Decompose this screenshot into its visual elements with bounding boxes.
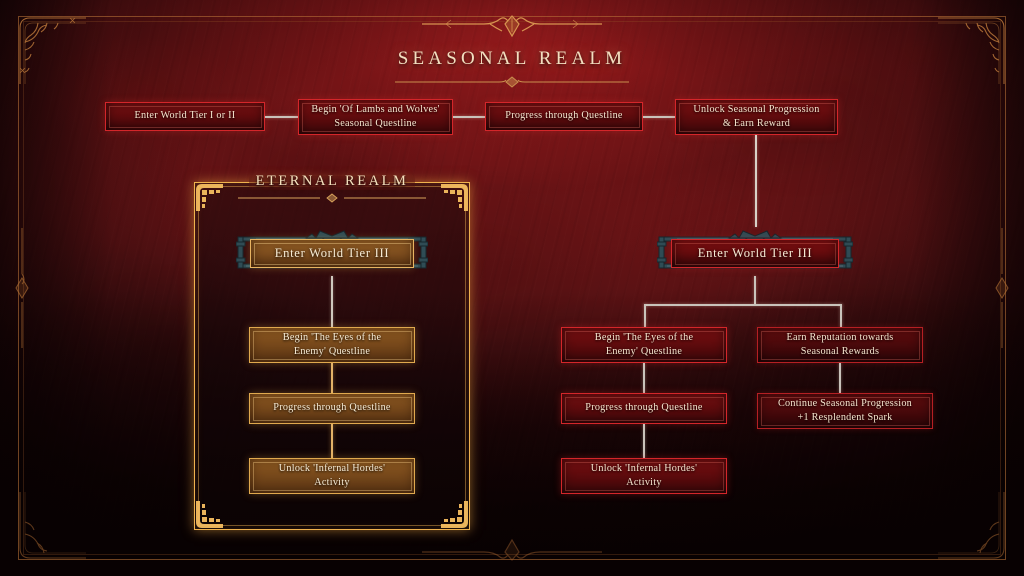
- node-label-line1: Begin 'Of Lambs and Wolves': [311, 103, 440, 115]
- connector-step1-step2: [265, 116, 298, 118]
- title-divider-ornament-icon: [395, 76, 629, 88]
- node-label-line1: Begin 'The Eyes of the: [282, 331, 382, 343]
- seasonal-tier3-header-box[interactable]: Enter World Tier III: [657, 228, 853, 276]
- eternal-title-backdrop: [249, 176, 415, 190]
- connector-seasonal-branch-bar: [644, 304, 842, 306]
- eternal-tier3-header-box[interactable]: Enter World Tier III: [236, 228, 428, 276]
- node-label-line2: +1 Resplendent Spark: [797, 412, 893, 423]
- eternal-realm-title: ETERNAL REALM: [255, 173, 409, 189]
- eternal-title-divider-icon: [238, 193, 426, 203]
- connector-eternal-step2-step3: [331, 424, 333, 458]
- node-label-line2: Enemy' Questline: [293, 346, 371, 357]
- node-label-line2: Activity: [314, 477, 350, 488]
- node-eternal-progress-questline[interactable]: Progress through Questline: [249, 393, 415, 424]
- connector-step4-to-tier3: [755, 135, 757, 227]
- node-label: Enter World Tier I or II: [134, 110, 236, 122]
- node-earn-reputation-seasonal-rewards[interactable]: Earn Reputation towards Seasonal Rewards: [757, 327, 923, 363]
- eternal-corner-ornament-icon: [441, 184, 468, 211]
- node-label-line2: Activity: [626, 477, 662, 488]
- eternal-corner-ornament-icon: [441, 501, 468, 528]
- eternal-corner-ornament-icon: [196, 501, 223, 528]
- node-label: Progress through Questline: [505, 110, 623, 122]
- connector-seasonal-branch-right: [840, 304, 842, 328]
- node-unlock-seasonal-progression[interactable]: Unlock Seasonal Progression & Earn Rewar…: [675, 99, 838, 135]
- connector-seasonal-left-2-3: [643, 424, 645, 458]
- connector-seasonal-branch-left: [644, 304, 646, 328]
- node-progress-through-questline-top[interactable]: Progress through Questline: [485, 102, 643, 131]
- node-label-line2: Seasonal Questline: [334, 118, 417, 129]
- node-label-line2: & Earn Reward: [722, 118, 791, 129]
- node-label-line1: Unlock 'Infernal Hordes': [278, 462, 386, 474]
- connector-seasonal-left-1-2: [643, 363, 645, 393]
- node-begin-of-lambs-and-wolves[interactable]: Begin 'Of Lambs and Wolves' Seasonal Que…: [298, 99, 453, 135]
- node-label-line1: Begin 'The Eyes of the: [594, 331, 694, 343]
- connector-step2-step3: [453, 116, 485, 118]
- eternal-tier3-label: Enter World Tier III: [274, 246, 390, 260]
- node-enter-world-tier-1-2[interactable]: Enter World Tier I or II: [105, 102, 265, 131]
- seasonal-tier3-label: Enter World Tier III: [697, 246, 813, 260]
- node-seasonal-begin-eyes-of-enemy[interactable]: Begin 'The Eyes of the Enemy' Questline: [561, 327, 727, 363]
- node-label-line1: Continue Seasonal Progression: [777, 397, 913, 409]
- page-title: SEASONAL REALM: [397, 48, 627, 69]
- node-eternal-begin-eyes-of-enemy[interactable]: Begin 'The Eyes of the Enemy' Questline: [249, 327, 415, 363]
- node-label-line1: Earn Reputation towards: [786, 331, 894, 343]
- node-continue-seasonal-progression[interactable]: Continue Seasonal Progression +1 Resplen…: [757, 393, 933, 429]
- connector-seasonal-header-trunk: [754, 276, 756, 305]
- connector-eternal-header-step1: [331, 276, 333, 327]
- node-eternal-unlock-infernal-hordes[interactable]: Unlock 'Infernal Hordes' Activity: [249, 458, 415, 494]
- node-label-line2: Seasonal Rewards: [800, 346, 880, 357]
- connector-step3-step4: [643, 116, 675, 118]
- eternal-corner-ornament-icon: [196, 184, 223, 211]
- node-label: Progress through Questline: [585, 402, 703, 414]
- node-label-line2: Enemy' Questline: [605, 346, 683, 357]
- connector-seasonal-right-1-2: [839, 363, 841, 393]
- node-seasonal-unlock-infernal-hordes[interactable]: Unlock 'Infernal Hordes' Activity: [561, 458, 727, 494]
- node-label: Progress through Questline: [273, 402, 391, 414]
- node-label-line1: Unlock 'Infernal Hordes': [590, 462, 698, 474]
- connector-eternal-step1-step2: [331, 363, 333, 393]
- eternal-tier3-label-wrap: Enter World Tier III: [250, 239, 414, 268]
- node-label-line1: Unlock Seasonal Progression: [693, 103, 820, 115]
- seasonal-tier3-label-wrap: Enter World Tier III: [671, 239, 839, 268]
- node-seasonal-progress-questline[interactable]: Progress through Questline: [561, 393, 727, 424]
